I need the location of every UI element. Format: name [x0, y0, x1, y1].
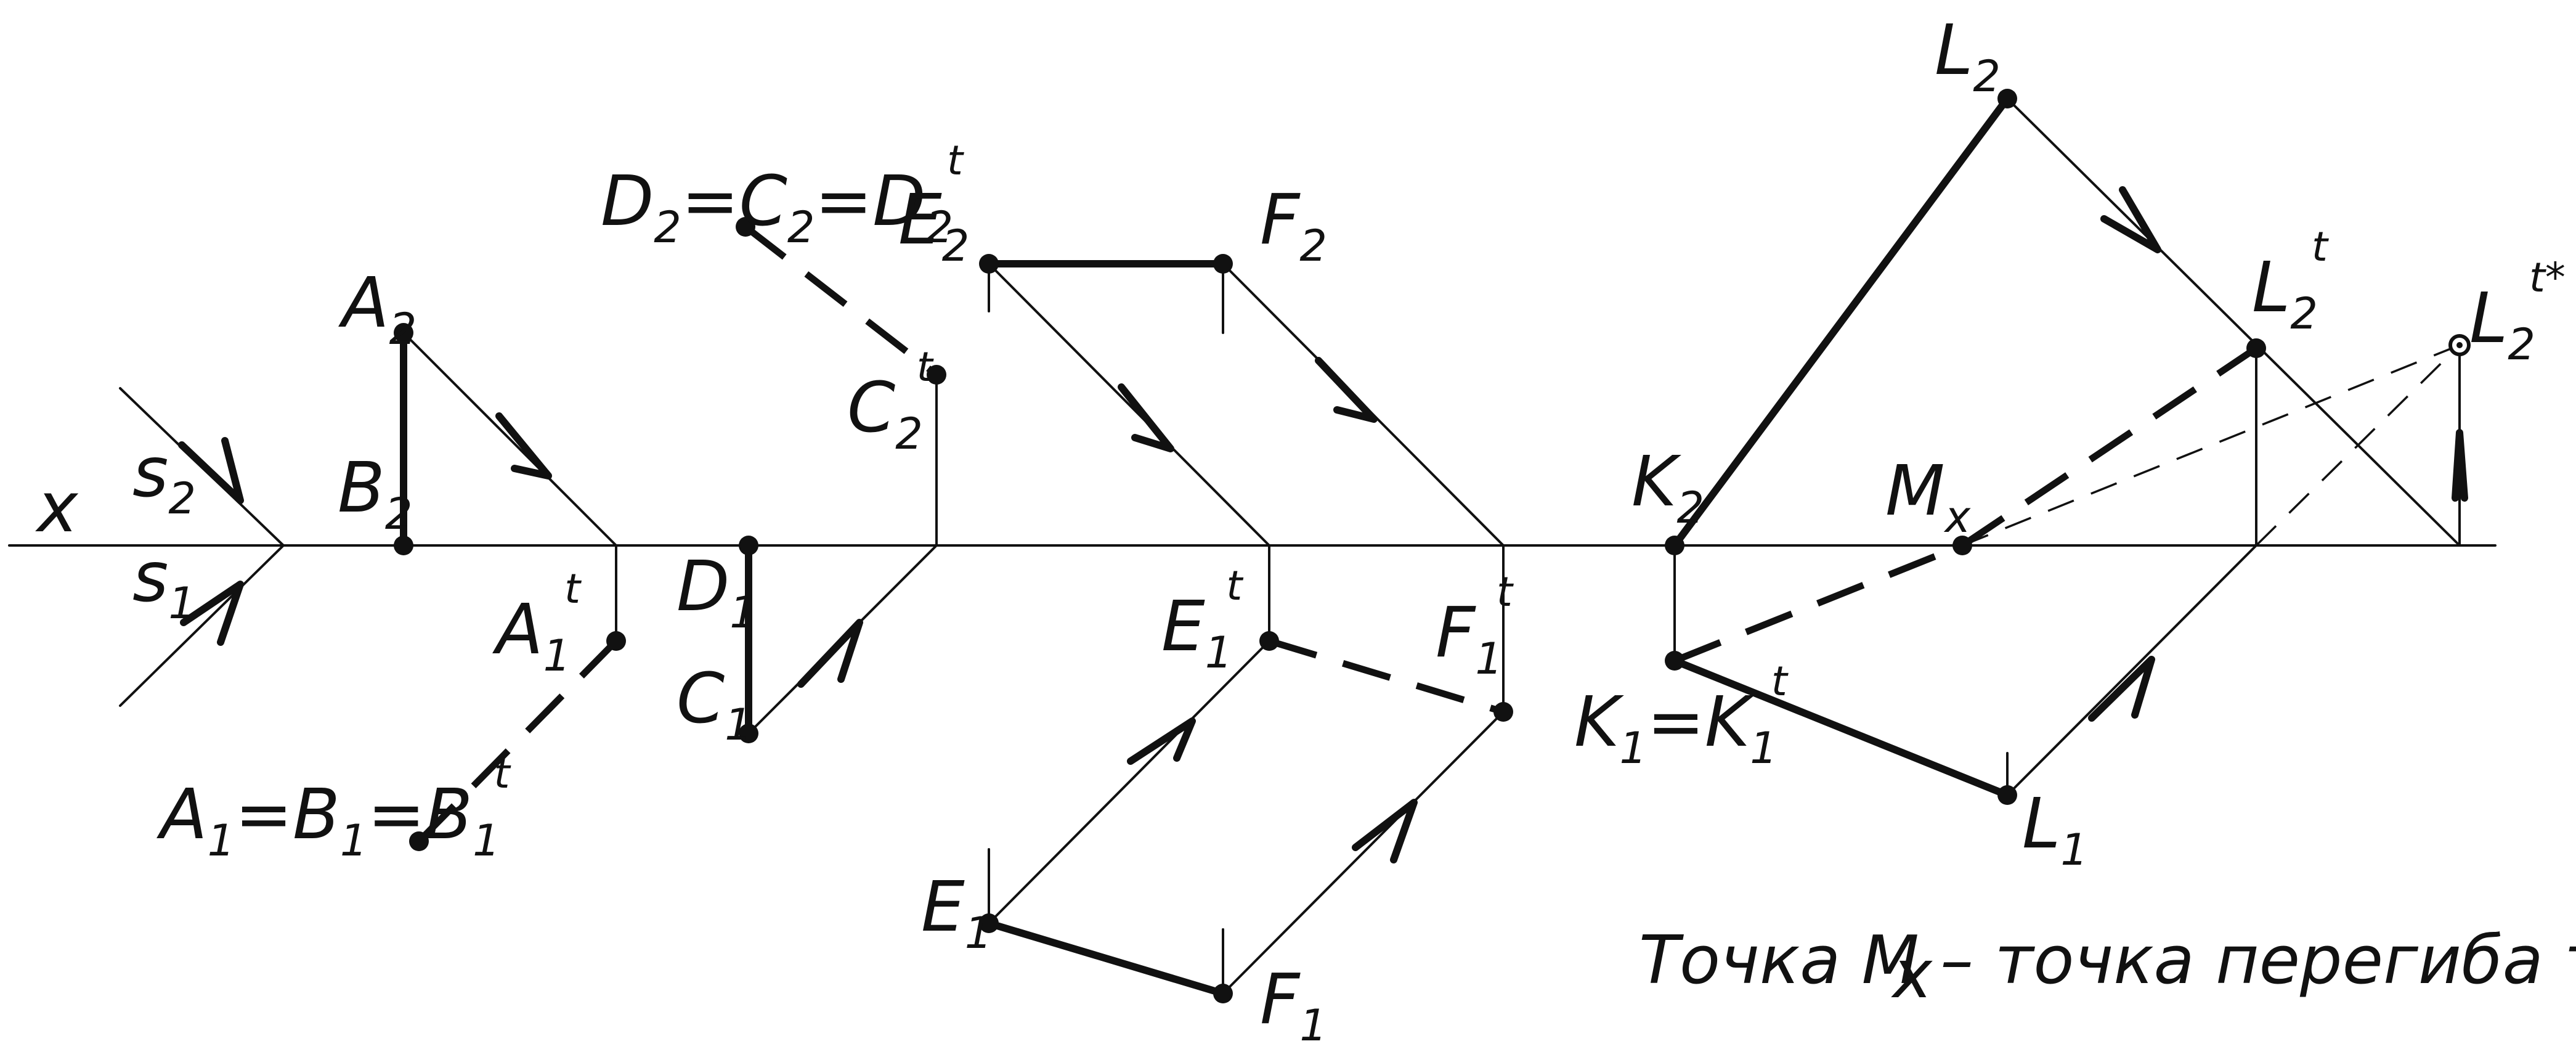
arrow-L1 — [2088, 656, 2155, 722]
inflection-point-note-subscript: x — [1891, 936, 1933, 1013]
ray-L2 — [2006, 97, 2461, 547]
point-L2tstar-center — [2456, 342, 2463, 348]
point-L2 — [1997, 89, 2017, 108]
label-x-axis: x — [35, 468, 79, 548]
shadow-E1t-F1t — [1268, 637, 1505, 716]
ray-E2 — [988, 263, 1270, 547]
shadow-D2t-C2t — [743, 224, 939, 378]
shadow-Mx-L2t — [1960, 345, 2259, 549]
label-C2t: C2t — [847, 343, 934, 459]
arrow-C1 — [797, 619, 863, 688]
label-F1: F1 — [1260, 960, 1327, 1051]
arrow-L2 — [2100, 186, 2161, 253]
arrow-s2 — [178, 437, 244, 504]
point-E2 — [979, 254, 999, 274]
point-A1t — [606, 631, 626, 651]
label-K1-K1t: K1=K1t — [1574, 658, 1789, 773]
label-E1t: E1t — [1161, 562, 1243, 678]
segment-E1F1 — [985, 920, 1227, 997]
point-D2-C2-D2t — [736, 217, 755, 237]
point-E1t — [1259, 631, 1279, 651]
segment-K1L1 — [1671, 657, 2011, 799]
ray-L1 — [2006, 544, 2257, 796]
label-A2: A2 — [338, 263, 416, 354]
label-B2: B2 — [338, 448, 412, 539]
construction-Mx-L2tstar — [1962, 344, 2460, 547]
label-L2tstar: L2t* — [2469, 254, 2566, 370]
point-L2t — [2246, 338, 2266, 358]
arrow-E2 — [1118, 383, 1174, 452]
point-K1-K1t — [1665, 651, 1684, 671]
ray-A2 — [402, 332, 617, 547]
label-Mx: Mx — [1885, 451, 1971, 542]
label-s2: s2 — [132, 433, 196, 524]
label-E1: E1 — [921, 867, 992, 958]
arrow-F2 — [1315, 357, 1378, 423]
label-F1t: F1t — [1436, 568, 1514, 684]
label-D1: D1 — [677, 547, 757, 638]
arrow-F1 — [1352, 799, 1418, 863]
shadow-K1t-Mx — [1673, 542, 1964, 664]
point-E1 — [979, 913, 999, 933]
point-L1 — [1997, 785, 2017, 805]
point-D1 — [739, 536, 758, 555]
point-K2 — [1665, 536, 1684, 555]
point-A2 — [394, 323, 413, 343]
point-F1 — [1213, 984, 1233, 1003]
ray-E1 — [988, 640, 1270, 924]
point-B2 — [394, 536, 413, 555]
label-A1t: A1t — [492, 565, 582, 681]
segment-K2L2 — [1671, 95, 2011, 549]
shadow-A1t-B1t — [416, 639, 619, 844]
label-F2: F2 — [1260, 180, 1327, 271]
label-A1-B1-B1t: A1=B1=B1t — [156, 750, 511, 866]
point-F2 — [1213, 254, 1233, 274]
light-direction-s1 — [119, 544, 285, 707]
point-Mx — [1952, 536, 1972, 555]
construction-L1t-L2tstar — [2255, 344, 2461, 547]
label-L2t: L2t — [2252, 223, 2329, 339]
ray-F1 — [1222, 711, 1505, 995]
label-L2: L2 — [1935, 10, 2001, 102]
arrow-L2tstar — [2452, 429, 2468, 502]
label-E2: E2 — [898, 180, 969, 271]
point-F1t — [1493, 702, 1513, 722]
arrow-A2 — [495, 412, 552, 480]
arrow-s1 — [180, 581, 244, 646]
arrow-E1 — [1127, 717, 1196, 765]
point-C2t — [927, 365, 946, 385]
inflection-point-note: Точка М – точка перегиба тени — [1639, 922, 2576, 999]
point-C1 — [739, 724, 758, 743]
label-C1: C1 — [677, 659, 752, 750]
label-K2: K2 — [1631, 442, 1704, 533]
point-A1-B1-B1t — [409, 831, 429, 851]
label-L1: L1 — [2022, 784, 2088, 875]
label-D2-C2-D2t: D2=C2=D2t — [601, 137, 964, 253]
label-s1: s1 — [132, 537, 196, 629]
